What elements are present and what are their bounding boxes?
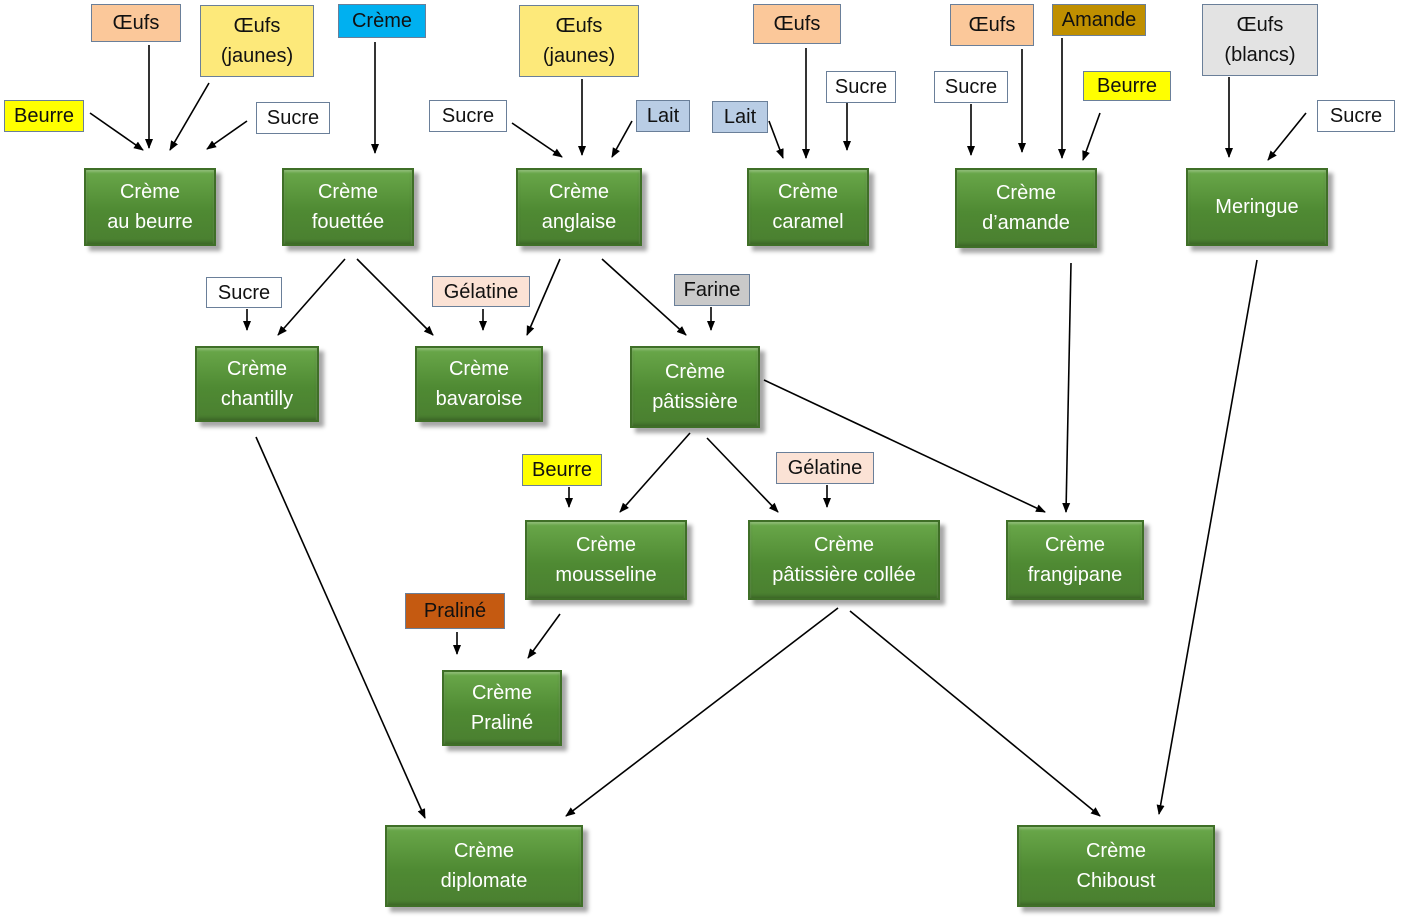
ingredient-sucre: Sucre (934, 71, 1008, 103)
creme-praline: Crème Praliné (442, 670, 562, 746)
arrow (768, 120, 784, 159)
ingredient-farine: Farine (674, 274, 750, 306)
ingredient-gelatine: Gélatine (432, 276, 530, 307)
ingredient-sucre: Sucre (256, 102, 330, 134)
ingredient-oeufs: Œufs (753, 4, 841, 44)
arrow (763, 379, 1046, 513)
ingredient-amande: Amande (1052, 4, 1146, 36)
ingredient-lait: Lait (636, 100, 690, 132)
ingredient-oeufs: Œufs (950, 4, 1034, 46)
arrow (706, 437, 779, 513)
ingredient-beurre: Beurre (4, 100, 84, 132)
ingredient-sucre: Sucre (429, 100, 507, 132)
creme-amande: Crème d’amande (955, 168, 1097, 248)
arrow (255, 436, 426, 819)
ingredient-lait: Lait (712, 101, 768, 133)
ingredient-praline: Praliné (405, 593, 505, 629)
arrow (611, 120, 633, 158)
ingredient-sucre: Sucre (1317, 100, 1395, 132)
ingredient-creme: Crème (338, 4, 426, 38)
arrow (1156, 259, 1258, 815)
creme-patissiere-collee: Crème pâtissière collée (748, 520, 940, 600)
arrow (1062, 262, 1072, 513)
ingredient-sucre: Sucre (826, 71, 896, 103)
ingredient-gelatine: Gélatine (776, 452, 874, 484)
creme-fouettee: Crème fouettée (282, 168, 414, 246)
arrow (619, 432, 691, 513)
arrow (89, 112, 144, 151)
creme-chantilly: Crème chantilly (195, 346, 319, 422)
ingredient-oeufs-blancs: Œufs (blancs) (1202, 4, 1318, 76)
arrow (601, 258, 687, 336)
arrow (526, 258, 561, 336)
arrow (1082, 112, 1101, 161)
creme-diplomate: Crème diplomate (385, 825, 583, 907)
creme-frangipane: Crème frangipane (1006, 520, 1144, 600)
arrow (527, 613, 561, 659)
ingredient-oeufs-jaunes: Œufs (jaunes) (519, 5, 639, 77)
arrow (1267, 112, 1307, 161)
creme-mousseline: Crème mousseline (525, 520, 687, 600)
arrow (565, 607, 839, 817)
ingredient-beurre: Beurre (522, 454, 602, 486)
creme-au-beurre: Crème au beurre (84, 168, 216, 246)
creme-patissiere: Crème pâtissière (630, 346, 760, 428)
arrow (849, 610, 1101, 817)
creme-anglaise: Crème anglaise (516, 168, 642, 246)
ingredient-oeufs: Œufs (91, 4, 181, 42)
ingredient-oeufs-jaunes: Œufs (jaunes) (200, 5, 314, 77)
ingredient-sucre: Sucre (206, 277, 282, 308)
arrow (169, 82, 210, 151)
meringue: Meringue (1186, 168, 1328, 246)
ingredient-beurre: Beurre (1083, 71, 1171, 101)
creme-caramel: Crème caramel (747, 168, 869, 246)
arrow (206, 120, 248, 150)
arrow (277, 258, 346, 336)
creme-bavaroise: Crème bavaroise (415, 346, 543, 422)
creme-chiboust: Crème Chiboust (1017, 825, 1215, 907)
arrow (511, 122, 563, 158)
arrow (356, 258, 434, 336)
